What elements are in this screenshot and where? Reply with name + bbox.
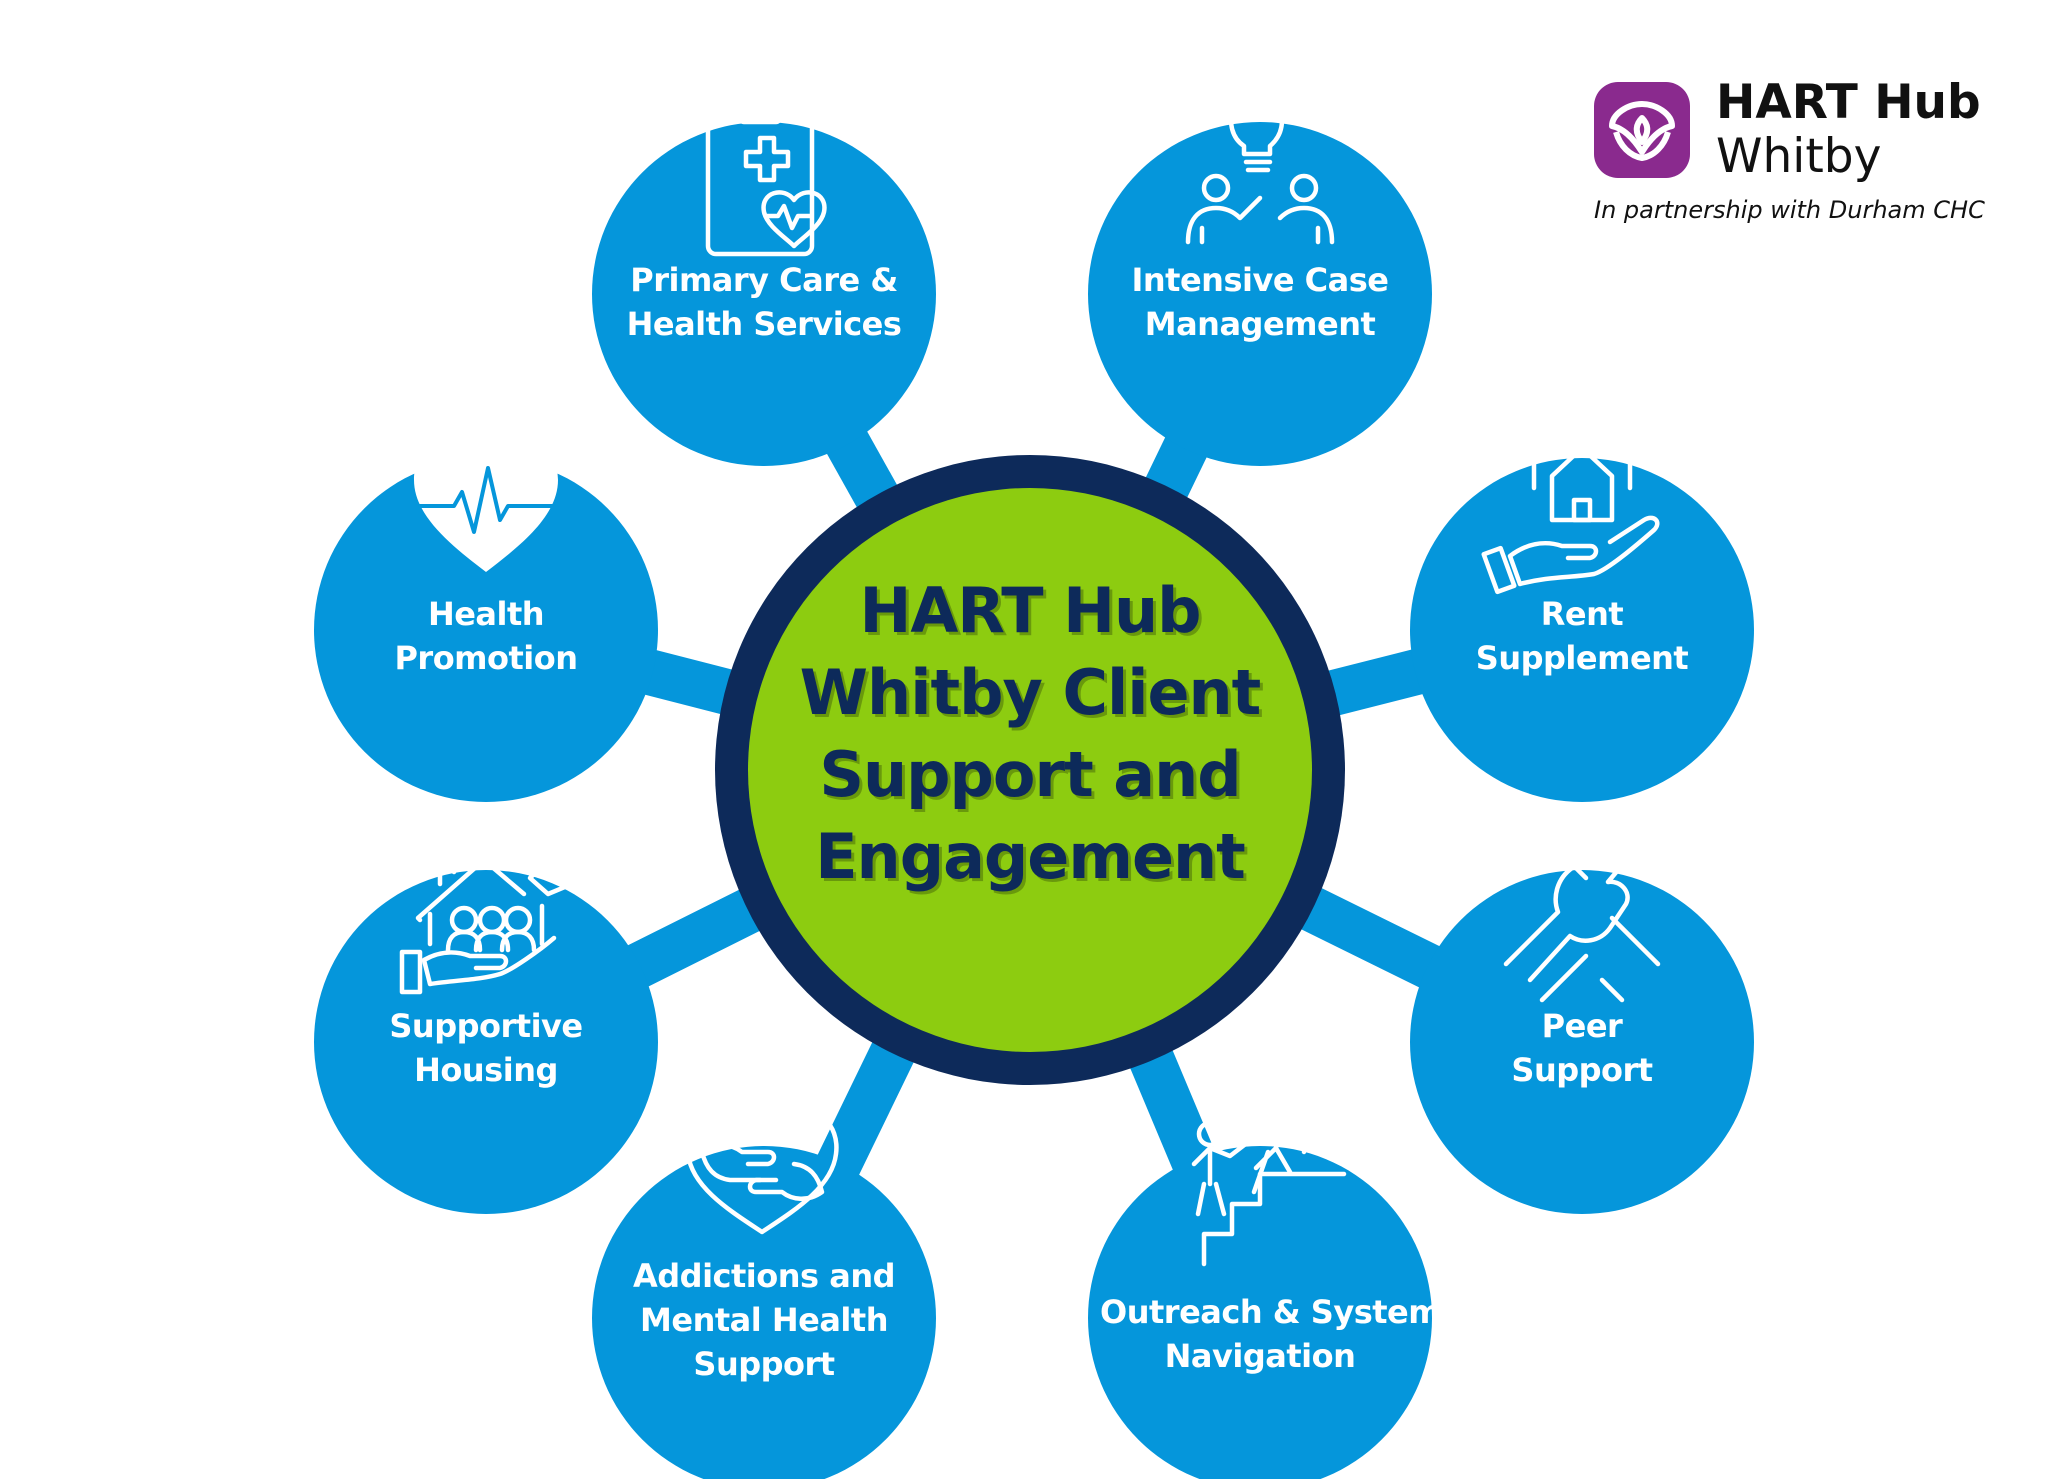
service-icons xyxy=(399,71,1661,1267)
brand-tagline: In partnership with Durham CHC xyxy=(1594,196,1985,224)
node-circle-health-promotion xyxy=(314,458,658,802)
helping-climb-stairs-icon xyxy=(1191,1085,1347,1267)
clipboard-heartbeat-icon xyxy=(705,97,827,257)
node-label-primary-care: Primary Care &Health Services xyxy=(626,261,902,343)
lightbulb-people-icon xyxy=(1185,71,1335,245)
brand-name: HART Hub xyxy=(1716,75,1981,130)
ontario-trillium-icon xyxy=(1594,82,1690,178)
node-circle-intensive-case-management xyxy=(1088,122,1432,466)
center-title: HART Hub Whitby Client Support and Engag… xyxy=(799,574,1262,893)
node-circle-primary-care xyxy=(592,122,936,466)
node-circle-addictions-mental-health xyxy=(592,1146,936,1479)
center-hub xyxy=(715,455,1345,1085)
handshake-icon xyxy=(1503,813,1661,1003)
node-circle-peer-support xyxy=(1410,870,1754,1214)
house-in-hand-icon xyxy=(1481,429,1660,595)
center-circle xyxy=(748,488,1312,1052)
node-circle-rent-supplement xyxy=(1410,458,1754,802)
brand-location: Whitby xyxy=(1716,129,1882,184)
heart-hands-icon xyxy=(685,1105,839,1235)
house-family-icon xyxy=(399,843,579,995)
heart-pulse-icon xyxy=(414,432,558,572)
node-circle-outreach-navigation xyxy=(1088,1146,1432,1479)
